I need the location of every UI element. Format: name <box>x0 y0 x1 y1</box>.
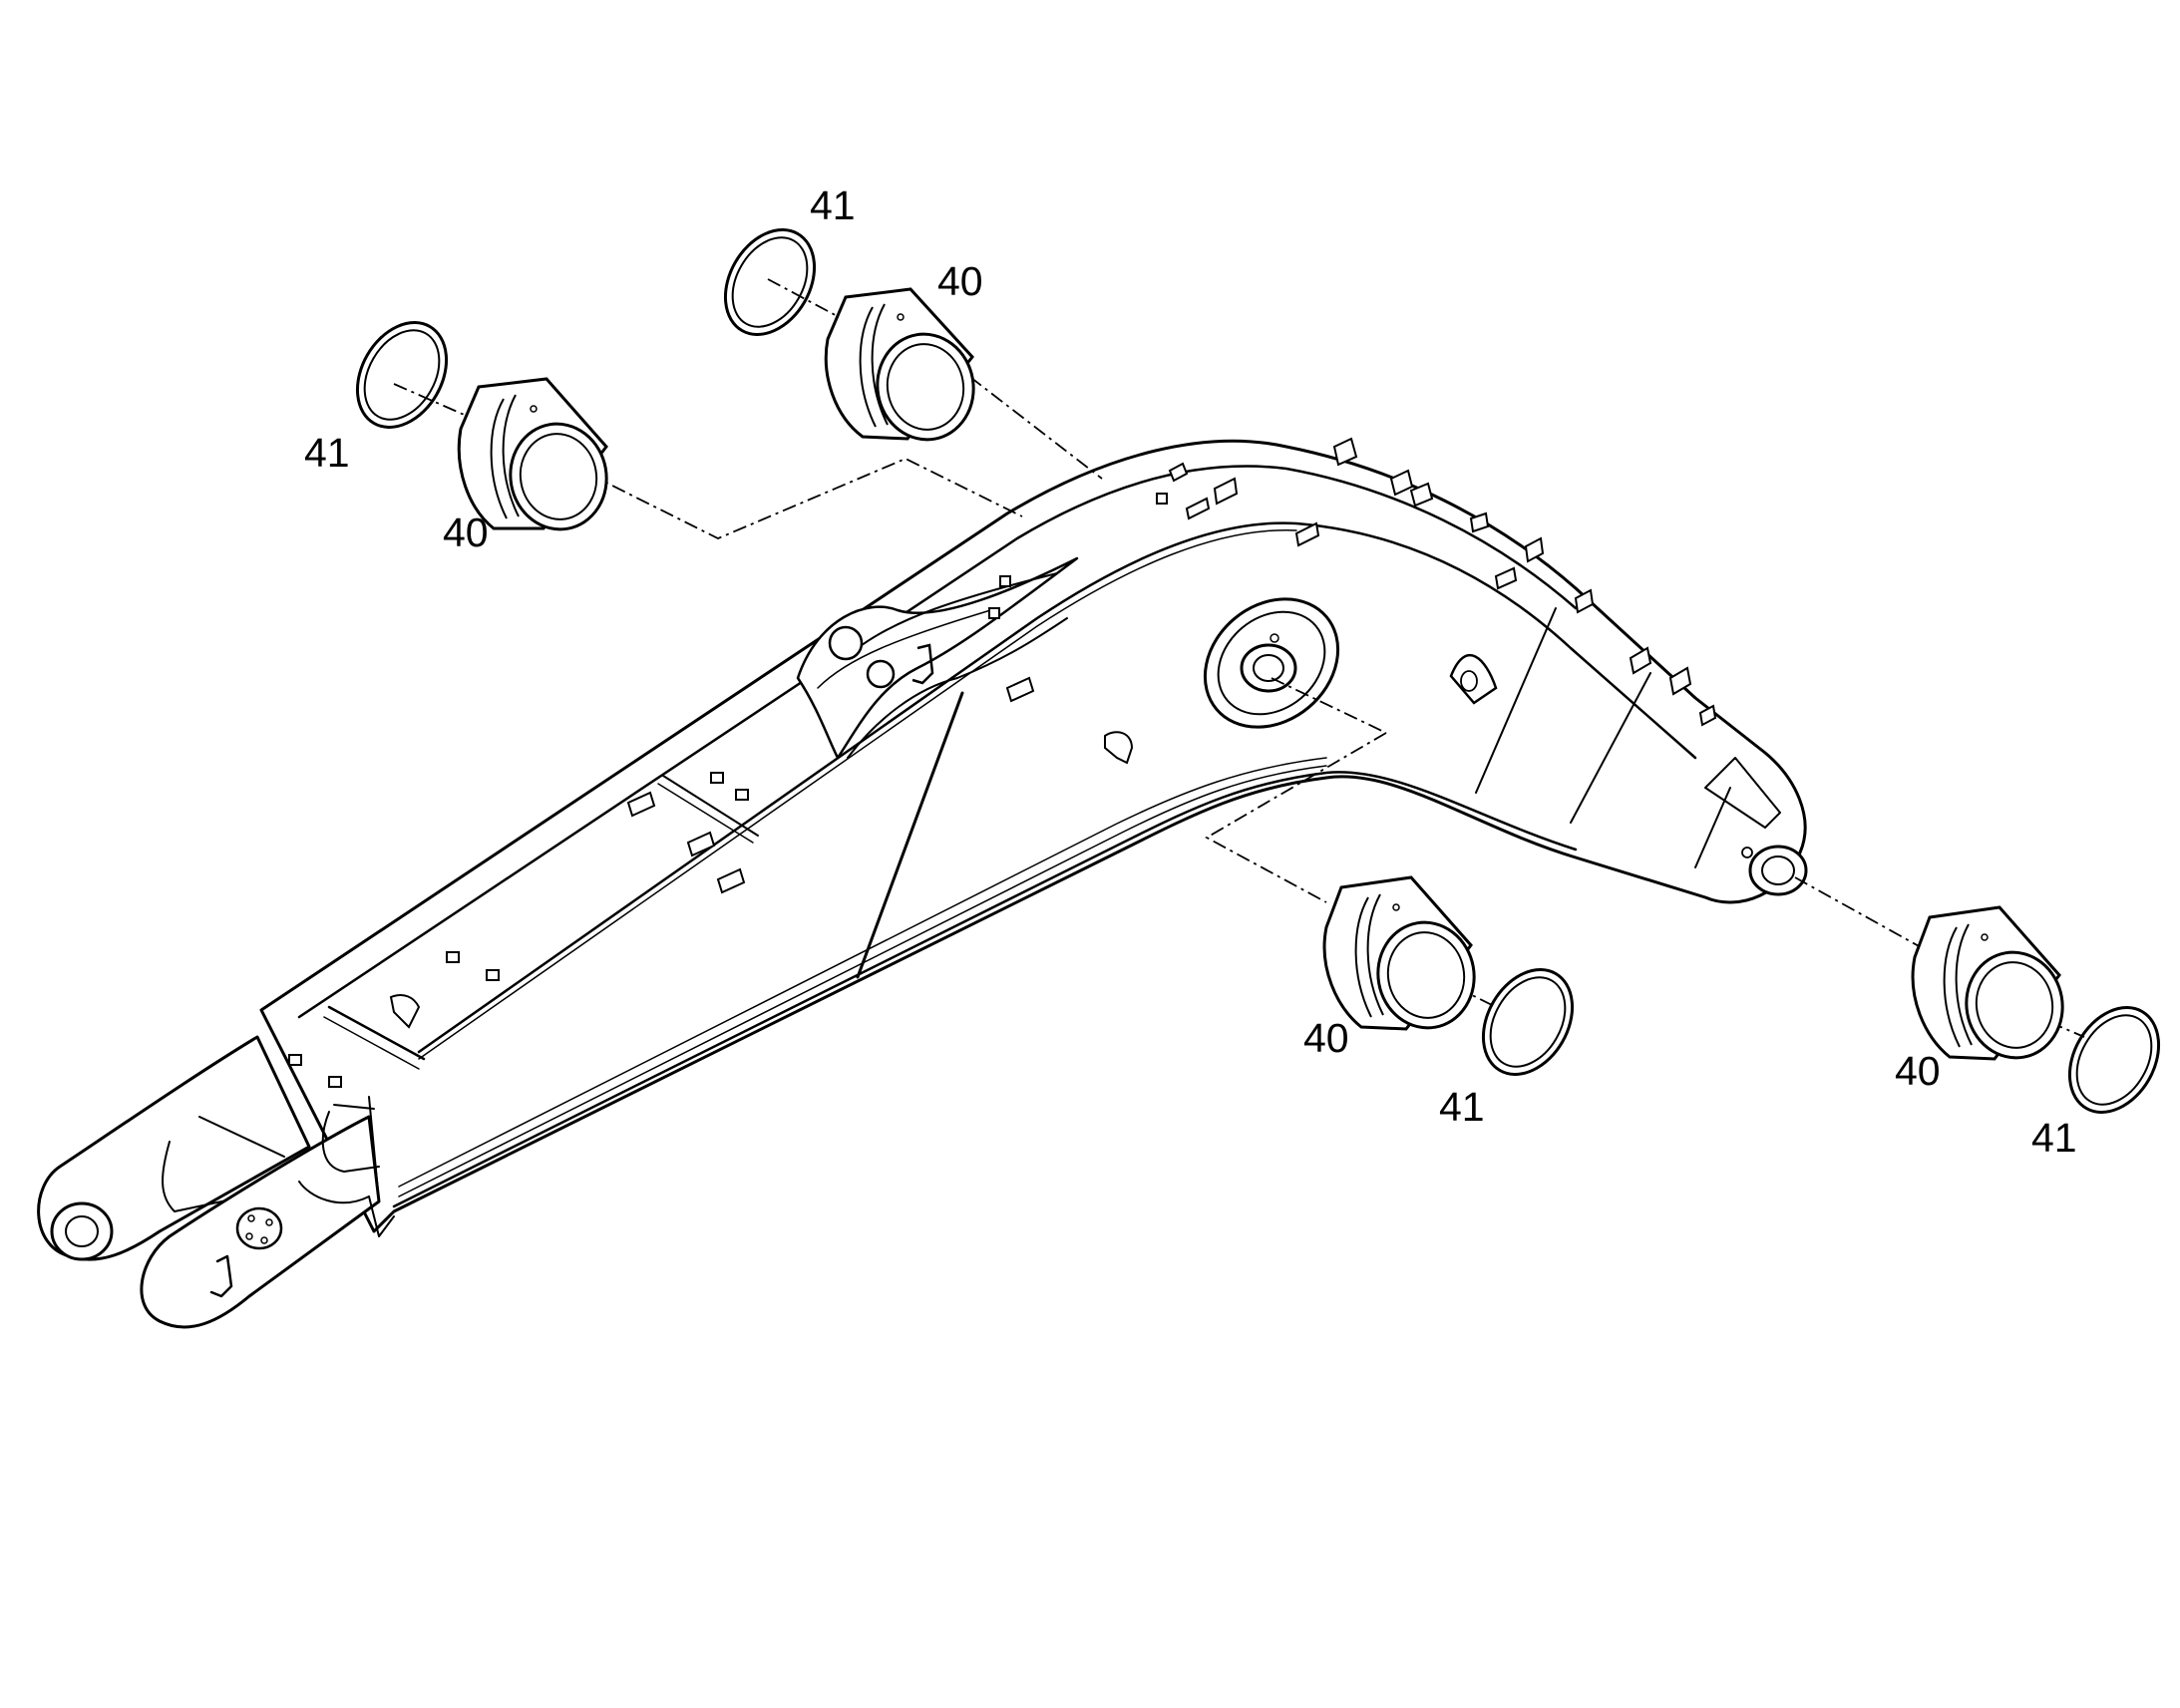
seal-ring-top-right <box>723 228 817 336</box>
callout-41-top-right: 41 <box>810 182 856 228</box>
bushing-top-left <box>457 377 608 531</box>
boom-fittings <box>288 437 1717 1088</box>
callout-41-top-left: 41 <box>304 430 350 476</box>
callout-41-bottom-center: 41 <box>1439 1084 1485 1130</box>
callout-40-bottom-center: 40 <box>1303 1015 1349 1061</box>
center-pivot-boss <box>1203 597 1340 729</box>
callout-40-bottom-right: 40 <box>1895 1048 1941 1094</box>
callout-41-bottom-right: 41 <box>2031 1115 2077 1161</box>
boom-body <box>259 439 1808 1233</box>
boom-foot-fork <box>37 1035 395 1329</box>
callout-40-top-left: 40 <box>443 510 489 555</box>
bushing-bottom-center <box>1322 875 1476 1031</box>
seal-ring-top-left <box>355 321 449 429</box>
callout-40-top-right: 40 <box>937 258 983 304</box>
bushing-top-right <box>824 287 975 442</box>
seal-ring-bottom-right <box>2067 1006 2161 1114</box>
bushing-bottom-right <box>1911 905 2064 1061</box>
seal-ring-bottom-center <box>1481 968 1575 1076</box>
